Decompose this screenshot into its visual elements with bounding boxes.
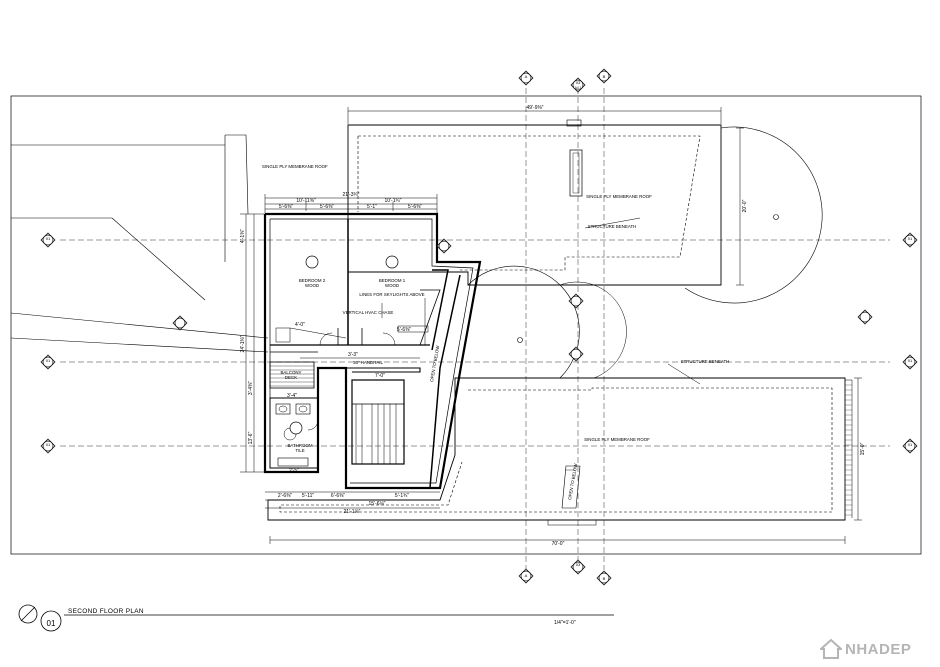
dim-left-1: 4'-1⅜" — [240, 229, 246, 243]
upper-circular-arc — [684, 126, 823, 304]
lower-roof — [267, 377, 846, 521]
note-membrane-1: SINGLE PLY MEMBRANE ROOF — [586, 194, 652, 199]
dim-row-a-1: 10'-11⅜" — [296, 198, 316, 204]
house-logo-icon — [820, 639, 842, 659]
dim-misc-4: 4'-0" — [295, 322, 305, 328]
north-arrow — [18, 604, 38, 624]
dim-row-c-4: 5'-1¾" — [395, 493, 409, 499]
dim-top-overall: 49'-9⅜" — [527, 105, 544, 111]
building-outline — [263, 212, 482, 490]
middle-circular-arc — [467, 265, 580, 379]
section-marker-right-2 — [902, 354, 918, 370]
room-finish-bedroom-2: WOOD — [305, 283, 319, 288]
dim-row-c-2: 5'-11" — [302, 493, 315, 499]
section-marker-right-1 — [902, 232, 918, 248]
dim-misc-5: 2'-5" — [289, 468, 299, 474]
dim-row-b-4: 5'-6⅜" — [408, 204, 422, 210]
dim-upper-roof-height: 20'-0" — [742, 199, 748, 212]
section-marker-mid-4 — [568, 293, 584, 309]
section-marker-right-3 — [902, 438, 918, 454]
room-finish-bedroom-1: WOOD — [385, 283, 399, 288]
dim-misc-6: 3'-4" — [287, 393, 297, 399]
section-marker-left-2 — [40, 354, 56, 370]
marker-label: 01 — [908, 358, 913, 363]
dim-row-b-3: 5'-1" — [367, 204, 377, 210]
marker-sheet: A4.1 — [575, 86, 582, 90]
dim-row-c-3: 6'-6⅜" — [331, 493, 345, 499]
note-structure-2: STRUCTURE BENEATH — [681, 359, 730, 364]
marker-label: B — [603, 74, 606, 79]
dim-misc-2: 5'-6⅜" — [397, 327, 411, 333]
dim-left-4: 3'-4⅜" — [248, 381, 254, 395]
dim-misc-1: 3'-3" — [348, 352, 358, 358]
dim-row-b-1: 5'-6⅜" — [279, 204, 293, 210]
marker-label: 01 — [908, 442, 913, 447]
marker-label: 01 — [46, 442, 51, 447]
note-structure-1: STRUCTURE BENEATH — [588, 224, 637, 229]
skylight — [569, 149, 583, 197]
dim-lower-width-a: 21'-1⅞" — [344, 509, 361, 515]
dim-row-c-1: 2'-6⅜" — [278, 493, 292, 499]
section-marker-mid-2 — [857, 309, 873, 325]
note-skylights: LINES FOR SKYLIGHTS ABOVE — [359, 292, 424, 297]
marker-label: 03 — [576, 562, 581, 567]
dim-upper-width: 21'-3¾" — [343, 192, 360, 198]
drawing-number-circle — [40, 610, 62, 632]
dim-misc-3: 7'-0" — [375, 373, 385, 379]
section-marker-top-b — [596, 68, 612, 84]
note-open-to-below: OPEN TO BELOW — [429, 344, 440, 382]
note-open-below-lower: OPEN TO BELOW — [567, 462, 578, 500]
marker-label: 01 — [908, 236, 913, 241]
dim-lower-width-b: 15'-6⅛" — [369, 501, 386, 507]
dim-bottom-overall: 70'-0" — [552, 541, 565, 547]
section-marker-bedroom-1 — [385, 255, 399, 269]
dim-row-a-2: 10'-1¾" — [385, 198, 402, 204]
watermark-logo: NHADEP — [845, 641, 912, 658]
room-name-bedroom-1: BEDROOM 1 — [379, 278, 406, 283]
upper-roof — [347, 124, 722, 286]
marker-label: 01 — [46, 236, 51, 241]
marker-label: 01 — [46, 358, 51, 363]
room-finish-balcony: DECK — [285, 375, 297, 380]
property-boundary — [10, 95, 922, 555]
dim-left-2: 24'-1⅜" — [240, 335, 246, 352]
section-marker-mid-3 — [568, 346, 584, 362]
room-name-bedroom-2: BEDROOM 2 — [299, 278, 326, 283]
note-membrane-3: SINGLE PLY MEMBRANE ROOF — [262, 164, 328, 169]
dim-row-b-2: 5'-6⅜" — [320, 204, 334, 210]
marker-label: 03 — [576, 80, 581, 85]
section-marker-mid-5 — [436, 238, 452, 254]
note-hvac: VERTICAL HVAC CHASE — [343, 310, 394, 315]
marker-label: A — [525, 573, 528, 578]
note-membrane-2: SINGLE PLY MEMBRANE ROOF — [584, 437, 650, 442]
section-marker-top-a — [518, 70, 534, 86]
dim-lower-roof-height: 15'-0" — [860, 442, 866, 455]
dim-left-3: 13'-6" — [248, 431, 254, 444]
bathroom — [269, 397, 319, 469]
section-marker-left-3 — [40, 438, 56, 454]
section-marker-bottom-b — [596, 570, 612, 586]
section-marker-bottom-a — [518, 568, 534, 584]
marker-label: B — [603, 576, 606, 581]
note-handrail: 36" HANDRAIL — [353, 360, 383, 365]
section-marker-mid-1 — [172, 315, 188, 331]
balcony-deck — [269, 361, 315, 389]
room-name-bathroom: BATHROOM — [287, 443, 312, 448]
marker-label: A — [525, 74, 528, 79]
plan-scale: 1/4"=1'-0" — [554, 620, 576, 626]
section-marker-left-1 — [40, 232, 56, 248]
section-marker-bath — [289, 421, 303, 435]
section-marker-bedroom-2 — [305, 255, 319, 269]
room-name-balcony: BALCONY — [281, 370, 302, 375]
section-marker-bottom-03 — [570, 559, 586, 575]
plan-title: SECOND FLOOR PLAN — [68, 608, 144, 615]
section-marker-top-03 — [570, 77, 586, 93]
drawing-number: 01 — [46, 618, 56, 628]
room-finish-bathroom: TILE — [295, 448, 304, 453]
